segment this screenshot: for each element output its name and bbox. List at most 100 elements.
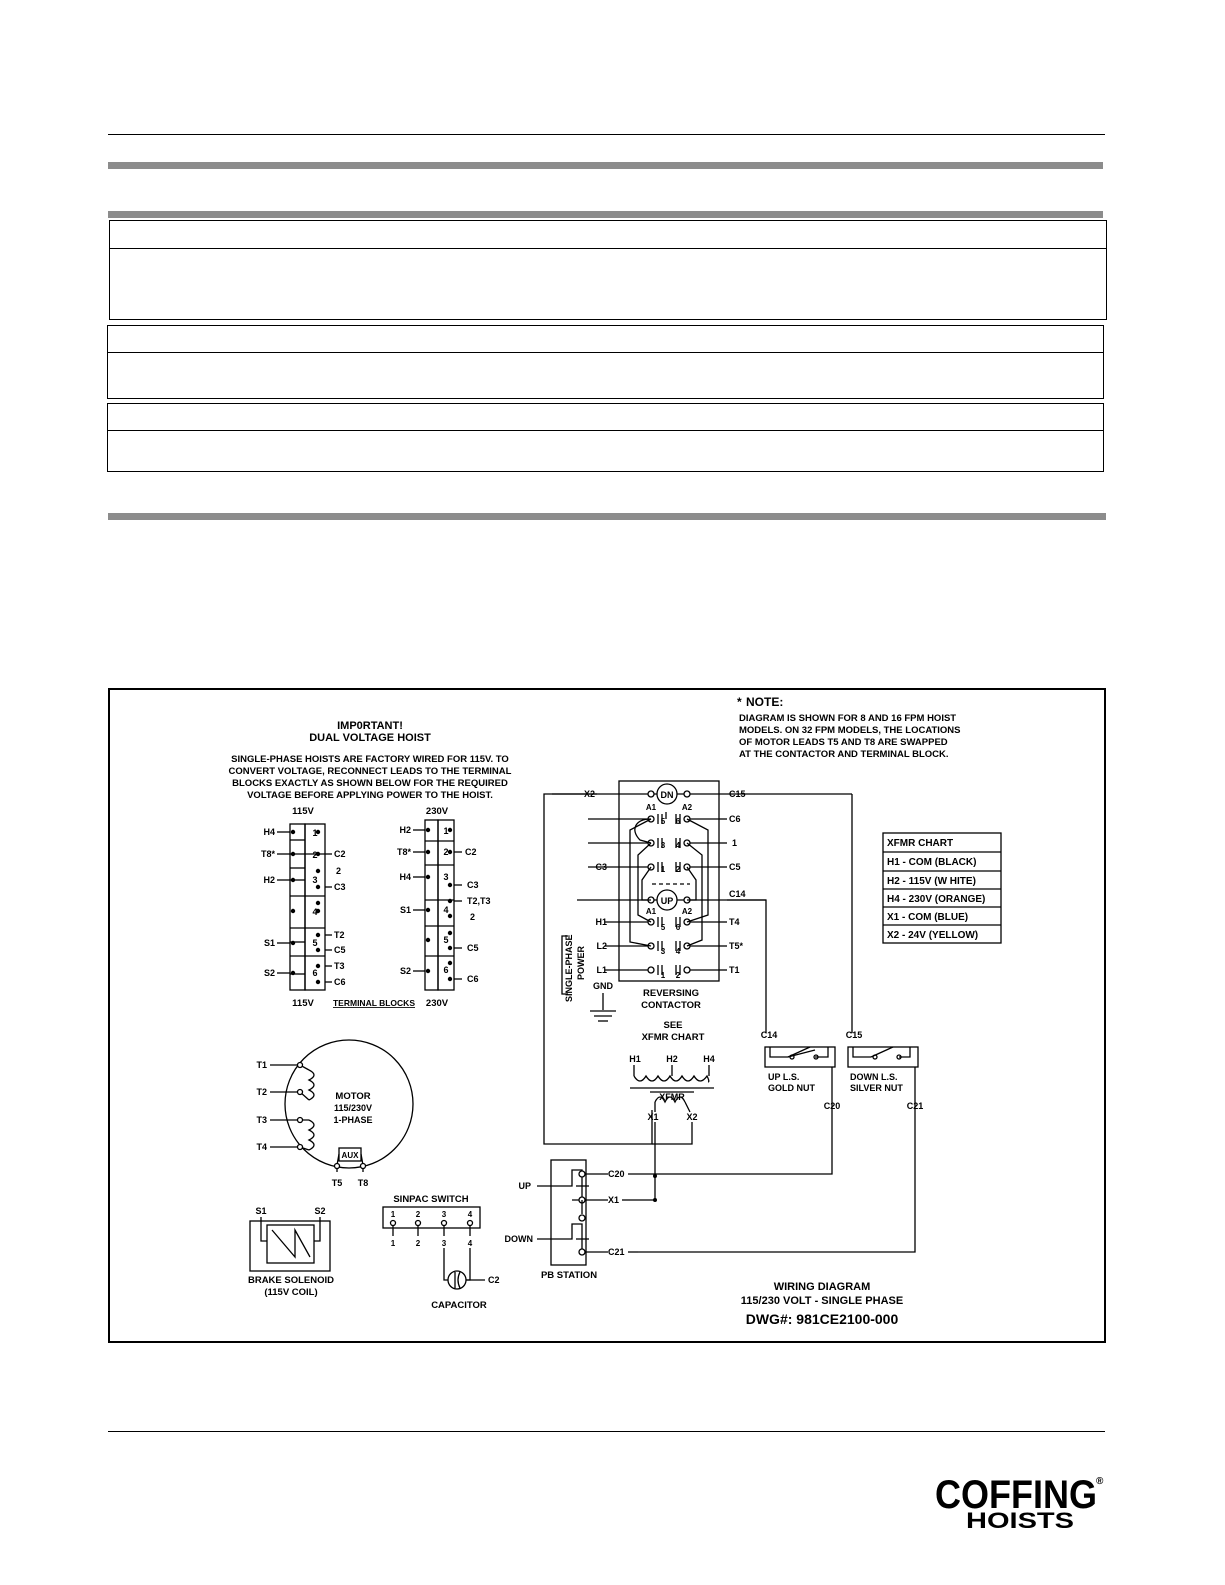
contactor-left-c3: C3 — [595, 862, 607, 872]
contactor-label-1: REVERSING — [643, 988, 699, 999]
notice-box-3 — [107, 403, 1104, 472]
motor: T1 T2 T3 T4 MOTOR 115/230V 1-PHASE AUX T… — [256, 1039, 414, 1188]
tb-115-bottom-label: 115V — [292, 998, 314, 1009]
tb-230-num-4: 4 — [443, 905, 448, 915]
contact-right-4: 6 — [676, 923, 681, 932]
xfmr-chart-title: XFMR CHART — [887, 838, 953, 849]
motor-label-3: 1-PHASE — [333, 1115, 372, 1125]
top-rule — [108, 134, 1105, 135]
section-bar-2 — [108, 211, 1103, 218]
tb-230-left-6: S2 — [400, 966, 411, 976]
sinpac-label: SINPAC SWITCH — [393, 1194, 468, 1205]
sinpac-top-1: 1 — [391, 1210, 396, 1219]
down-ls-label-2: SILVER NUT — [850, 1083, 903, 1093]
dn-a2: A2 — [682, 803, 693, 812]
tb-115-right-1: C2 — [334, 849, 346, 859]
contact-right-3: 2 — [676, 865, 681, 874]
brake-label-2: (115V COIL) — [264, 1287, 317, 1298]
tb-115-num-5: 5 — [312, 938, 317, 948]
tb-230-right-6: C6 — [467, 974, 479, 984]
diagram-title-2: 115/230 VOLT - SINGLE PHASE — [741, 1295, 903, 1307]
important-title: IMP0RTANT! — [337, 720, 403, 732]
contactor-right-c6: C6 — [729, 814, 741, 824]
motor-t3: T3 — [256, 1115, 267, 1125]
aux-t8: T8 — [358, 1178, 369, 1188]
tb-115-left-2: T8* — [261, 849, 276, 859]
see-xfmr-1: SEE — [663, 1020, 682, 1031]
tb-230-right-1: C2 — [465, 847, 477, 857]
up-coil-label: UP — [661, 896, 674, 906]
power-label-2: POWER — [576, 945, 586, 980]
xfmr-chart: XFMR CHART H1 - COM (BLACK) H2 - 115V (W… — [882, 832, 1002, 944]
tb-115-num-1: 1 — [312, 828, 317, 838]
note-line-4: AT THE CONTACTOR AND TERMINAL BLOCK. — [739, 749, 949, 760]
xfmr-x2: X2 — [686, 1112, 697, 1122]
tb-230-right-3: T2,T3 — [467, 896, 491, 906]
contactor-left-l2: L2 — [596, 941, 607, 951]
up-limit-switch: C14 UP L.S. GOLD NUT C20 — [685, 899, 840, 1175]
tb-115-num-2: 2 — [312, 850, 317, 860]
contact-right-1: 6 — [676, 817, 681, 826]
tb-230-left-1: H2 — [399, 825, 411, 835]
terminal-block-230v: 230V 1 2 3 4 5 6 H2 T8* H4 S1 S2 C2 C3 — [397, 806, 491, 1009]
notice-box-2-header — [108, 326, 1103, 353]
sinpac-bottom-4: 4 — [468, 1239, 473, 1248]
tb-230-right-5: C5 — [467, 943, 479, 953]
contactor-right-t5: T5* — [729, 941, 744, 951]
important-subtitle: DUAL VOLTAGE HOIST — [309, 732, 431, 744]
sinpac-bottom-3: 3 — [442, 1239, 447, 1248]
contact-left-4: 5 — [661, 923, 666, 932]
contactor-label-2: CONTACTOR — [641, 1000, 701, 1011]
sinpac-top-3: 3 — [442, 1210, 447, 1219]
contactor-left-l1: L1 — [596, 965, 607, 975]
xfmr-h2: H2 — [666, 1054, 678, 1064]
wiring-diagram-svg: IMP0RTANT! DUAL VOLTAGE HOIST SINGLE-PHA… — [229, 695, 1002, 1327]
up-ls-label-2: GOLD NUT — [768, 1083, 815, 1093]
terminal-blocks-caption: TERMINAL BLOCKS — [333, 998, 415, 1008]
contact-left-1: 5 — [661, 817, 666, 826]
tb-115-right-7: C6 — [334, 977, 346, 987]
tb-115-left-3: H2 — [263, 875, 275, 885]
ls-c15: C15 — [846, 1030, 863, 1040]
important-line-1: SINGLE-PHASE HOISTS ARE FACTORY WIRED FO… — [231, 754, 509, 765]
tb-230-left-4: S1 — [400, 905, 411, 915]
note-title: NOTE: — [746, 695, 783, 709]
tb-230-num-6: 6 — [443, 965, 448, 975]
diagram-title-3: DWG#: 981CE2100-000 — [746, 1311, 899, 1327]
tb-230-top-label: 230V — [426, 806, 449, 817]
pb-c20: C20 — [608, 1169, 625, 1179]
contact-right-5: 4 — [676, 947, 681, 956]
contact-right-6: 2 — [676, 971, 681, 980]
sinpac-top-4: 4 — [468, 1210, 473, 1219]
up-a1: A1 — [646, 907, 657, 916]
xfmr-chart-row-2: H2 - 115V (W HITE) — [887, 876, 976, 887]
note-line-1: DIAGRAM IS SHOWN FOR 8 AND 16 FPM HOIST — [739, 713, 956, 724]
contactor-right-1: 1 — [732, 838, 737, 848]
tb-115-right-5: C5 — [334, 945, 346, 955]
tb-230-num-2: 2 — [443, 847, 448, 857]
motor-t1: T1 — [256, 1060, 267, 1070]
notice-box-1 — [109, 220, 1107, 320]
reversing-contactor: DN UP A1 A2 A1 A2 — [552, 780, 852, 1011]
important-line-2: CONVERT VOLTAGE, RECONNECT LEADS TO THE … — [229, 766, 512, 777]
brake-s2: S2 — [314, 1206, 325, 1216]
notice-box-1-header — [110, 221, 1106, 249]
xfmr-chart-row-4: X1 - COM (BLUE) — [887, 912, 968, 923]
terminal-block-115v: 115V 1 2 3 4 5 6 H4 T8* H2 — [261, 806, 346, 1009]
tb-115-num-6: 6 — [312, 968, 317, 978]
contactor-right-c15: C15 — [729, 789, 746, 799]
dn-a1: A1 — [646, 803, 657, 812]
tb-115-right-3: C3 — [334, 882, 346, 892]
tb-230-num-5: 5 — [443, 935, 448, 945]
motor-t4: T4 — [256, 1142, 267, 1152]
important-line-4: VOLTAGE BEFORE APPLYING POWER TO THE HOI… — [247, 790, 493, 801]
xfmr-x1: X1 — [647, 1112, 658, 1122]
xfmr-label: XFMR — [659, 1092, 685, 1102]
tb-115-right-6: T3 — [334, 961, 345, 971]
pb-c21: C21 — [608, 1247, 625, 1257]
notice-box-2 — [107, 325, 1104, 399]
brake-label-1: BRAKE SOLENOID — [248, 1275, 334, 1286]
xfmr-chart-row-3: H4 - 230V (ORANGE) — [887, 894, 985, 905]
notice-box-3-header — [108, 404, 1103, 431]
pb-station-label: PB STATION — [541, 1270, 597, 1281]
